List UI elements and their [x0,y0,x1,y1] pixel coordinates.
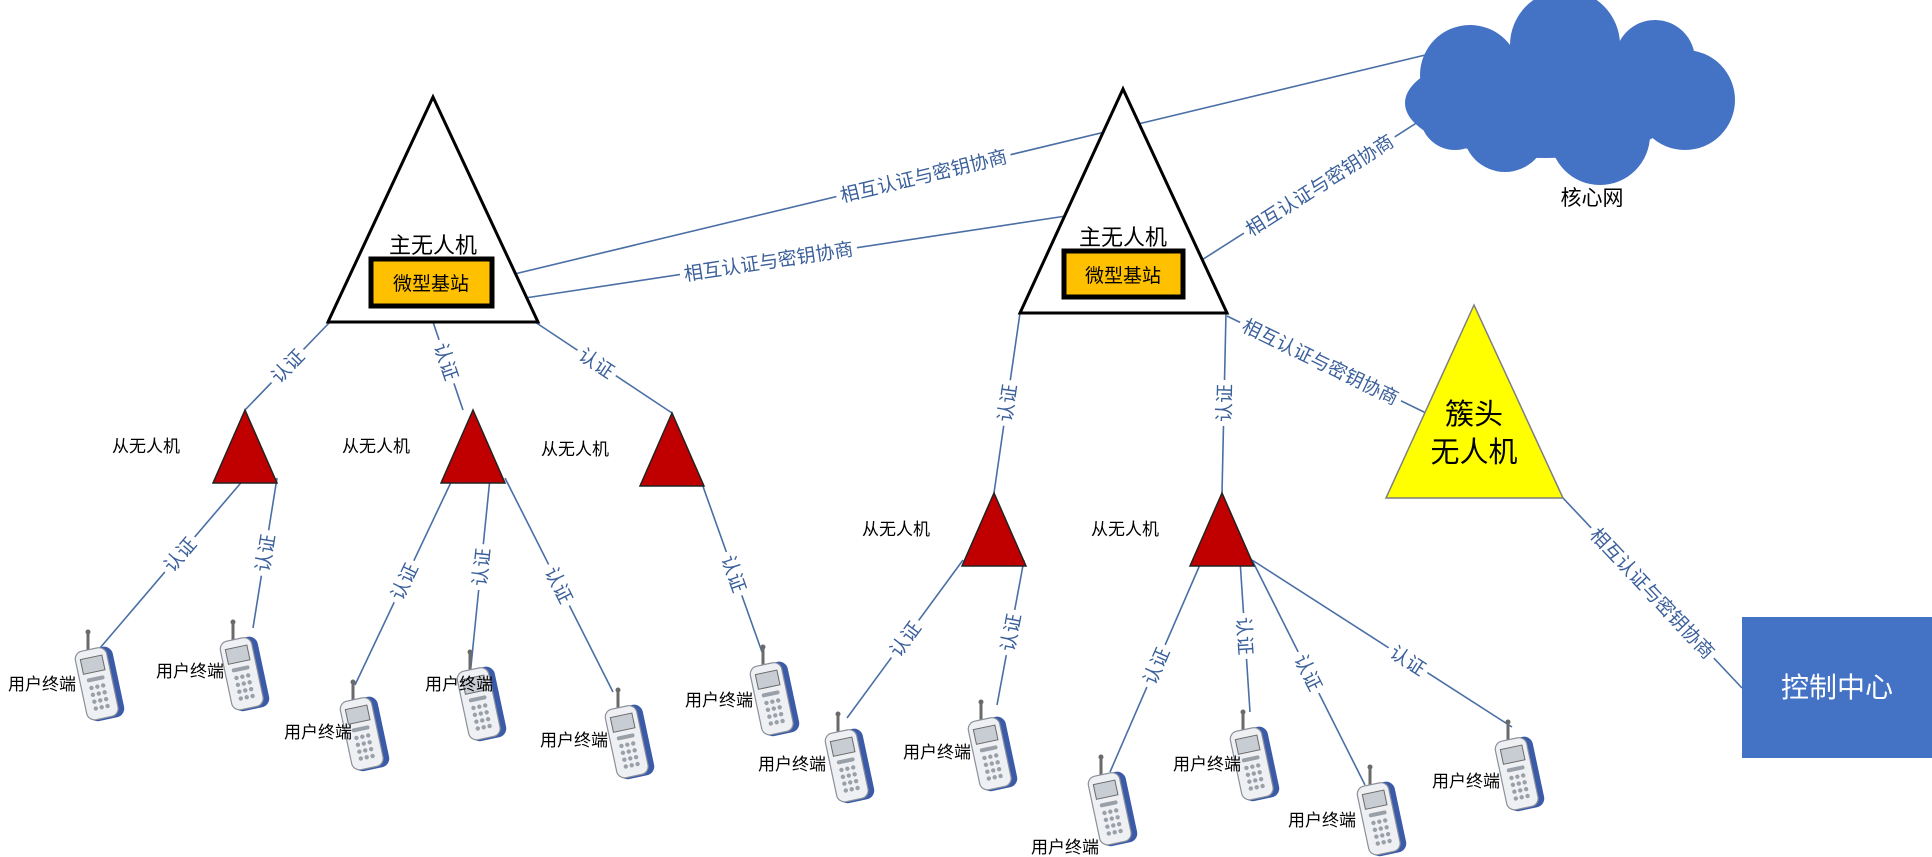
edge-m1-s3-label-group: 认证 [570,340,623,386]
edge-s2-p2-label-group: 认证 [249,528,281,578]
slave-drone: 从无人机 [112,408,279,484]
edge-s7-p7-label-group: 认证 [881,613,929,665]
user-terminal-label: 用户终端 [1031,838,1099,857]
mutual-auth-edge-label: 相互认证与密钥协商 [682,238,854,285]
auth-edge-label: 认证 [252,533,280,574]
edge-s10-p10-label-group: 认证 [1231,612,1259,660]
cluster-head-line2: 无人机 [1430,435,1517,469]
slave-drone-label: 从无人机 [112,437,180,457]
slave-drone-label: 从无人机 [342,437,410,457]
mutual-auth-edge-label: 相互认证与密钥协商 [1585,524,1718,664]
slave-drone-label: 从无人机 [862,520,930,540]
edge-cluster-control-label-group: 相互认证与密钥协商 [1582,519,1723,667]
edge-m2-cluster-label-group: 相互认证与密钥协商 [1234,311,1407,412]
edge-s4-p4-label-group: 认证 [466,543,496,592]
phone-icon [822,710,878,807]
phone-icon [1085,753,1141,850]
edge-s12-p12 [1251,559,1513,728]
edge-s3-p3-label-group: 认证 [383,555,425,608]
user-terminal-label: 用户终端 [1288,811,1356,831]
edge-m2-core-label-group: 相互认证与密钥协商 [1237,126,1402,244]
auth-edge-label: 认证 [469,547,495,587]
mutual-auth-edge-label: 相互认证与密钥协商 [1238,315,1401,410]
phone-icon [1492,718,1548,815]
slave-drone: 从无人机 [541,411,706,487]
edge-m1-core-label-group: 相互认证与密钥协商 [833,143,1014,209]
phone-icon [217,618,273,715]
phone-icon [1354,763,1410,857]
phone-icon [454,648,510,745]
edge-s8-p8-label-group: 认证 [994,607,1027,658]
slave-drone-label: 从无人机 [541,440,609,460]
user-terminal-label: 用户终端 [284,723,352,743]
base-station-label: 微型基站 [1085,265,1161,287]
master-drone-label: 主无人机 [1079,226,1167,251]
slave-drones: 从无人机从无人机从无人机从无人机从无人机 [112,408,1256,567]
cluster-head-drone: 簇头 无人机 [1384,303,1565,499]
user-terminals: 用户终端用户终端用户终端用户终端用户终端用户终端用户终端用户终端用户终端用户终端… [8,618,1548,857]
user-terminal-label: 用户终端 [425,675,493,695]
user-terminal-label: 用户终端 [903,743,971,763]
slave-drone: 从无人机 [862,491,1028,567]
control-center-label: 控制中心 [1781,671,1893,704]
master-drone-1: 主无人机 微型基站 [325,93,541,324]
slave-drone-label: 从无人机 [1091,520,1159,540]
edge-m2-s5-label-group: 认证 [1211,379,1237,427]
edge-m1-m2-label-group: 相互认证与密钥协商 [678,235,859,287]
user-terminal-label: 用户终端 [685,691,753,711]
auth-edge-label: 认证 [429,340,462,383]
user-terminal-label: 用户终端 [758,755,826,775]
auth-edge-label: 认证 [994,383,1021,424]
user-terminal-label: 用户终端 [1432,772,1500,792]
phone-icon [602,686,658,783]
user-terminal-label: 用户终端 [8,675,76,695]
edge-s11-p11-label-group: 认证 [1287,646,1330,699]
edge-m2-s4-label-group: 认证 [991,378,1023,428]
core-network-label: 核心网 [1561,186,1624,210]
mutual-auth-edge-label: 相互认证与密钥协商 [838,146,1009,207]
phone-icon [72,628,128,725]
edge-m1-s2-label-group: 认证 [427,335,466,388]
phone-icon [747,643,803,740]
edge-s9-p9-label-group: 认证 [1135,640,1177,692]
slave-drone: 从无人机 [1091,491,1256,567]
master-drone-label: 主无人机 [389,234,477,259]
auth-edge-label: 认证 [1139,645,1174,689]
user-terminal-label: 用户终端 [540,731,608,751]
base-station-box [368,256,495,309]
edge-s1-p1-label-group: 认证 [155,529,204,580]
base-station-label: 微型基站 [393,273,469,295]
control-center: 控制中心 [1742,617,1932,758]
phone-icon [965,698,1021,795]
user-terminal-label: 用户终端 [156,662,224,682]
auth-edge-label: 认证 [1232,616,1256,655]
auth-edge-label: 认证 [716,552,749,595]
edge-s5-p5-label-group: 认证 [537,559,581,611]
slave-drone: 从无人机 [342,408,507,484]
edge-s12-p12-label-group: 认证 [1382,637,1434,683]
base-station-box [1061,248,1186,300]
cloud-icon [1405,0,1735,185]
auth-edge-label: 认证 [1214,384,1237,422]
edge-s6-p6-label-group: 认证 [715,548,754,600]
user-terminal-label: 用户终端 [1173,755,1241,775]
master-drone-2: 主无人机 微型基站 [1017,85,1230,315]
mutual-auth-edge-label: 相互认证与密钥协商 [1242,131,1398,242]
cluster-head-line1: 簇头 [1445,397,1503,431]
